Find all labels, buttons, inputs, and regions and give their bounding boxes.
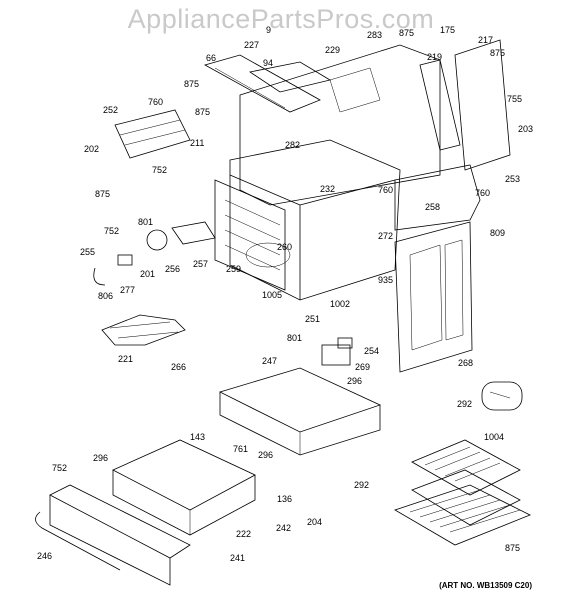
callout: 296 (93, 453, 108, 463)
callout: 94 (263, 58, 273, 68)
callout: 875 (195, 107, 210, 117)
callout: 202 (84, 144, 99, 154)
callout: 760 (148, 97, 163, 107)
callout: 292 (457, 399, 472, 409)
callout: 227 (244, 40, 259, 50)
callout: 760 (378, 185, 393, 195)
callout: 251 (305, 314, 320, 324)
callout: 1004 (484, 432, 504, 442)
callout: 875 (490, 48, 505, 58)
callout: 217 (478, 35, 493, 45)
terminal-block (321, 337, 353, 366)
callout: 219 (427, 52, 442, 62)
bake-element (101, 314, 186, 346)
callout: 282 (285, 140, 300, 150)
callout: 259 (226, 264, 241, 274)
callout: 269 (355, 362, 370, 372)
callout: 272 (378, 231, 393, 241)
callout: 136 (277, 494, 292, 504)
callout: 211 (190, 138, 204, 148)
callout: 801 (287, 333, 302, 343)
callout: 253 (505, 174, 520, 184)
callout: 175 (440, 25, 455, 35)
callout: 204 (307, 517, 322, 527)
callout: 241 (230, 553, 245, 563)
callout: 1002 (330, 299, 350, 309)
broiler-pan (411, 439, 521, 526)
callout: 260 (277, 242, 292, 252)
callout: 752 (152, 165, 167, 175)
drawer-front (35, 484, 191, 586)
callout: 258 (425, 202, 440, 212)
callout: 283 (367, 30, 382, 40)
callout: 760 (475, 188, 490, 198)
callout: 246 (37, 551, 52, 561)
callout: 232 (320, 184, 335, 194)
callout: 875 (399, 28, 414, 38)
callout: 203 (518, 124, 533, 134)
callouts: 9 227 283 875 175 219 217 66 94 229 875 … (37, 25, 533, 563)
drawer-frame (218, 367, 382, 456)
callout: 875 (184, 79, 199, 89)
convection-fan-parts (93, 229, 168, 286)
oven-door-panel (394, 221, 473, 373)
callout: 9 (266, 25, 271, 35)
callout: 761 (233, 444, 248, 454)
callout: 257 (193, 259, 208, 269)
callout: 247 (262, 356, 277, 366)
callout: 935 (378, 275, 393, 285)
callout: 809 (490, 228, 505, 238)
storage-drawer (112, 439, 256, 536)
broil-element (114, 109, 191, 159)
probe-inset (481, 381, 523, 411)
callout: 875 (95, 189, 110, 199)
oven-cavity (214, 139, 401, 301)
callout: 292 (354, 480, 369, 490)
callout: 752 (52, 463, 67, 473)
callout: 296 (347, 376, 362, 386)
callout: 242 (276, 523, 291, 533)
callout: 755 (507, 94, 522, 104)
callout: 254 (364, 346, 379, 356)
art-number: (ART NO. WB13509 C20) (439, 581, 532, 590)
callout: 266 (171, 362, 186, 372)
callout: 296 (258, 450, 273, 460)
right-side-panel (394, 39, 511, 231)
callout: 252 (103, 105, 118, 115)
oven-rack (394, 484, 531, 546)
callout: 875 (505, 543, 520, 553)
callout: 752 (104, 226, 119, 236)
callout: 255 (80, 247, 95, 257)
callout: 201 (140, 269, 155, 279)
callout: 221 (118, 354, 133, 364)
callout: 229 (325, 45, 340, 55)
callout: 66 (206, 53, 216, 63)
callout: 1005 (262, 290, 282, 300)
callout: 277 (120, 285, 135, 295)
watermark: AppliancePartsPros.com (127, 4, 435, 34)
back-panel (239, 44, 461, 206)
callout: 801 (138, 217, 153, 227)
callout: 222 (236, 529, 251, 539)
callout: 143 (190, 432, 205, 442)
callout: 268 (458, 358, 473, 368)
callout: 806 (98, 291, 113, 301)
callout: 256 (165, 264, 180, 274)
element-bracket (171, 221, 216, 245)
